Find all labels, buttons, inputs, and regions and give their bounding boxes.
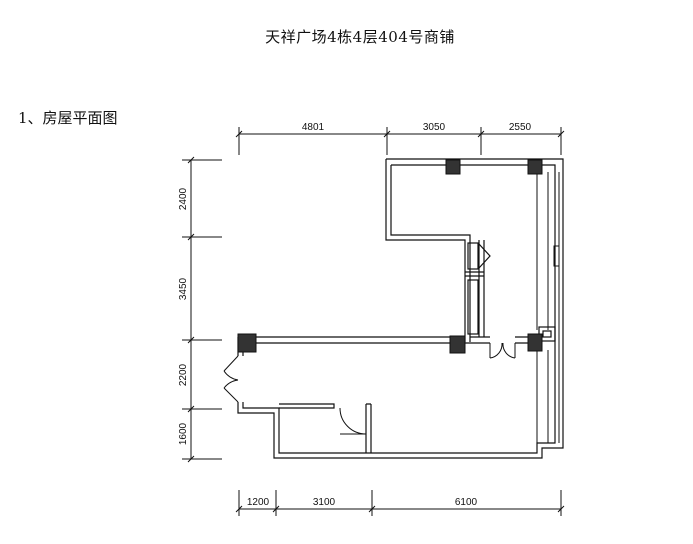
left-dim-1: 2400 (178, 187, 189, 210)
bottom-dim-1: 1200 (247, 497, 270, 508)
top-dimension-line (235, 127, 565, 155)
left-dimension-line (182, 156, 222, 463)
left-dim-4: 1600 (178, 422, 189, 445)
column (527, 159, 543, 175)
column (237, 333, 257, 353)
middle-wall (238, 336, 490, 344)
outer-wall (237, 158, 564, 459)
bottom-dim-2: 3100 (313, 497, 336, 508)
interior-door (339, 407, 367, 435)
top-dim-3: 2550 (509, 122, 532, 133)
right-window (536, 172, 560, 443)
inner-wall (242, 164, 556, 454)
section-label: 1、房屋平面图 (18, 109, 118, 127)
left-dim-3: 2200 (178, 363, 189, 386)
bottom-dimension-line (235, 490, 565, 516)
page-title: 天祥广场4栋4层404号商铺 (265, 28, 455, 46)
bottom-dim-3: 6100 (455, 497, 478, 508)
entrance-door (223, 355, 239, 403)
service-walls (465, 240, 556, 344)
column (527, 333, 543, 352)
top-dim-1: 4801 (302, 122, 325, 133)
service-door (489, 342, 516, 359)
column (445, 159, 461, 175)
top-dim-2: 3050 (423, 122, 446, 133)
upper-corridor-wall (385, 159, 471, 342)
column (449, 335, 466, 354)
interior-partition (279, 403, 372, 453)
left-dim-2: 3450 (178, 277, 189, 300)
